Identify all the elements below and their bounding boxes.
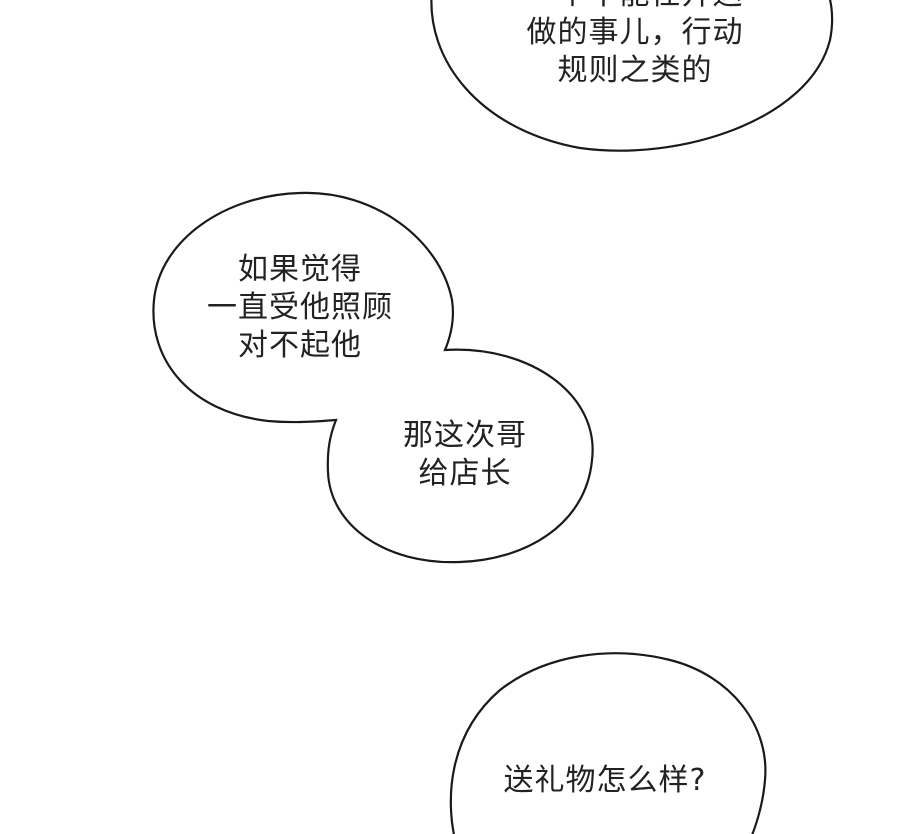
bubble-line: 对不起他 — [238, 328, 362, 363]
bubble-line: 一直受他照顾 — [207, 290, 393, 325]
speech-bubble-middle-twin — [152, 191, 594, 564]
bubble-line: 规则之类的 — [557, 53, 713, 88]
bubble-text-middle-left: 如果觉得 一直受他照顾 对不起他 — [190, 251, 410, 365]
speech-bubble-top-right — [430, 0, 834, 152]
bubble-line: 如果觉得 — [238, 252, 362, 287]
speech-bubble-bottom-right — [449, 652, 767, 834]
bubble-text-middle-right: 那这次哥 给店长 — [380, 417, 550, 493]
bubble-line: 那这次哥 — [403, 418, 527, 453]
bubble-text-bottom-right: 送礼物怎么样? — [480, 762, 730, 800]
bubble-line: 给店长 — [418, 456, 512, 491]
bubble-line: 送礼物怎么样? — [503, 763, 707, 798]
bubble-text-top-right: 一个不能任开运 做的事儿，行动 规则之类的 — [505, 0, 765, 90]
bubble-line: 一个不能任开运 — [505, 0, 765, 14]
bubble-line: 做的事儿，行动 — [526, 15, 744, 50]
